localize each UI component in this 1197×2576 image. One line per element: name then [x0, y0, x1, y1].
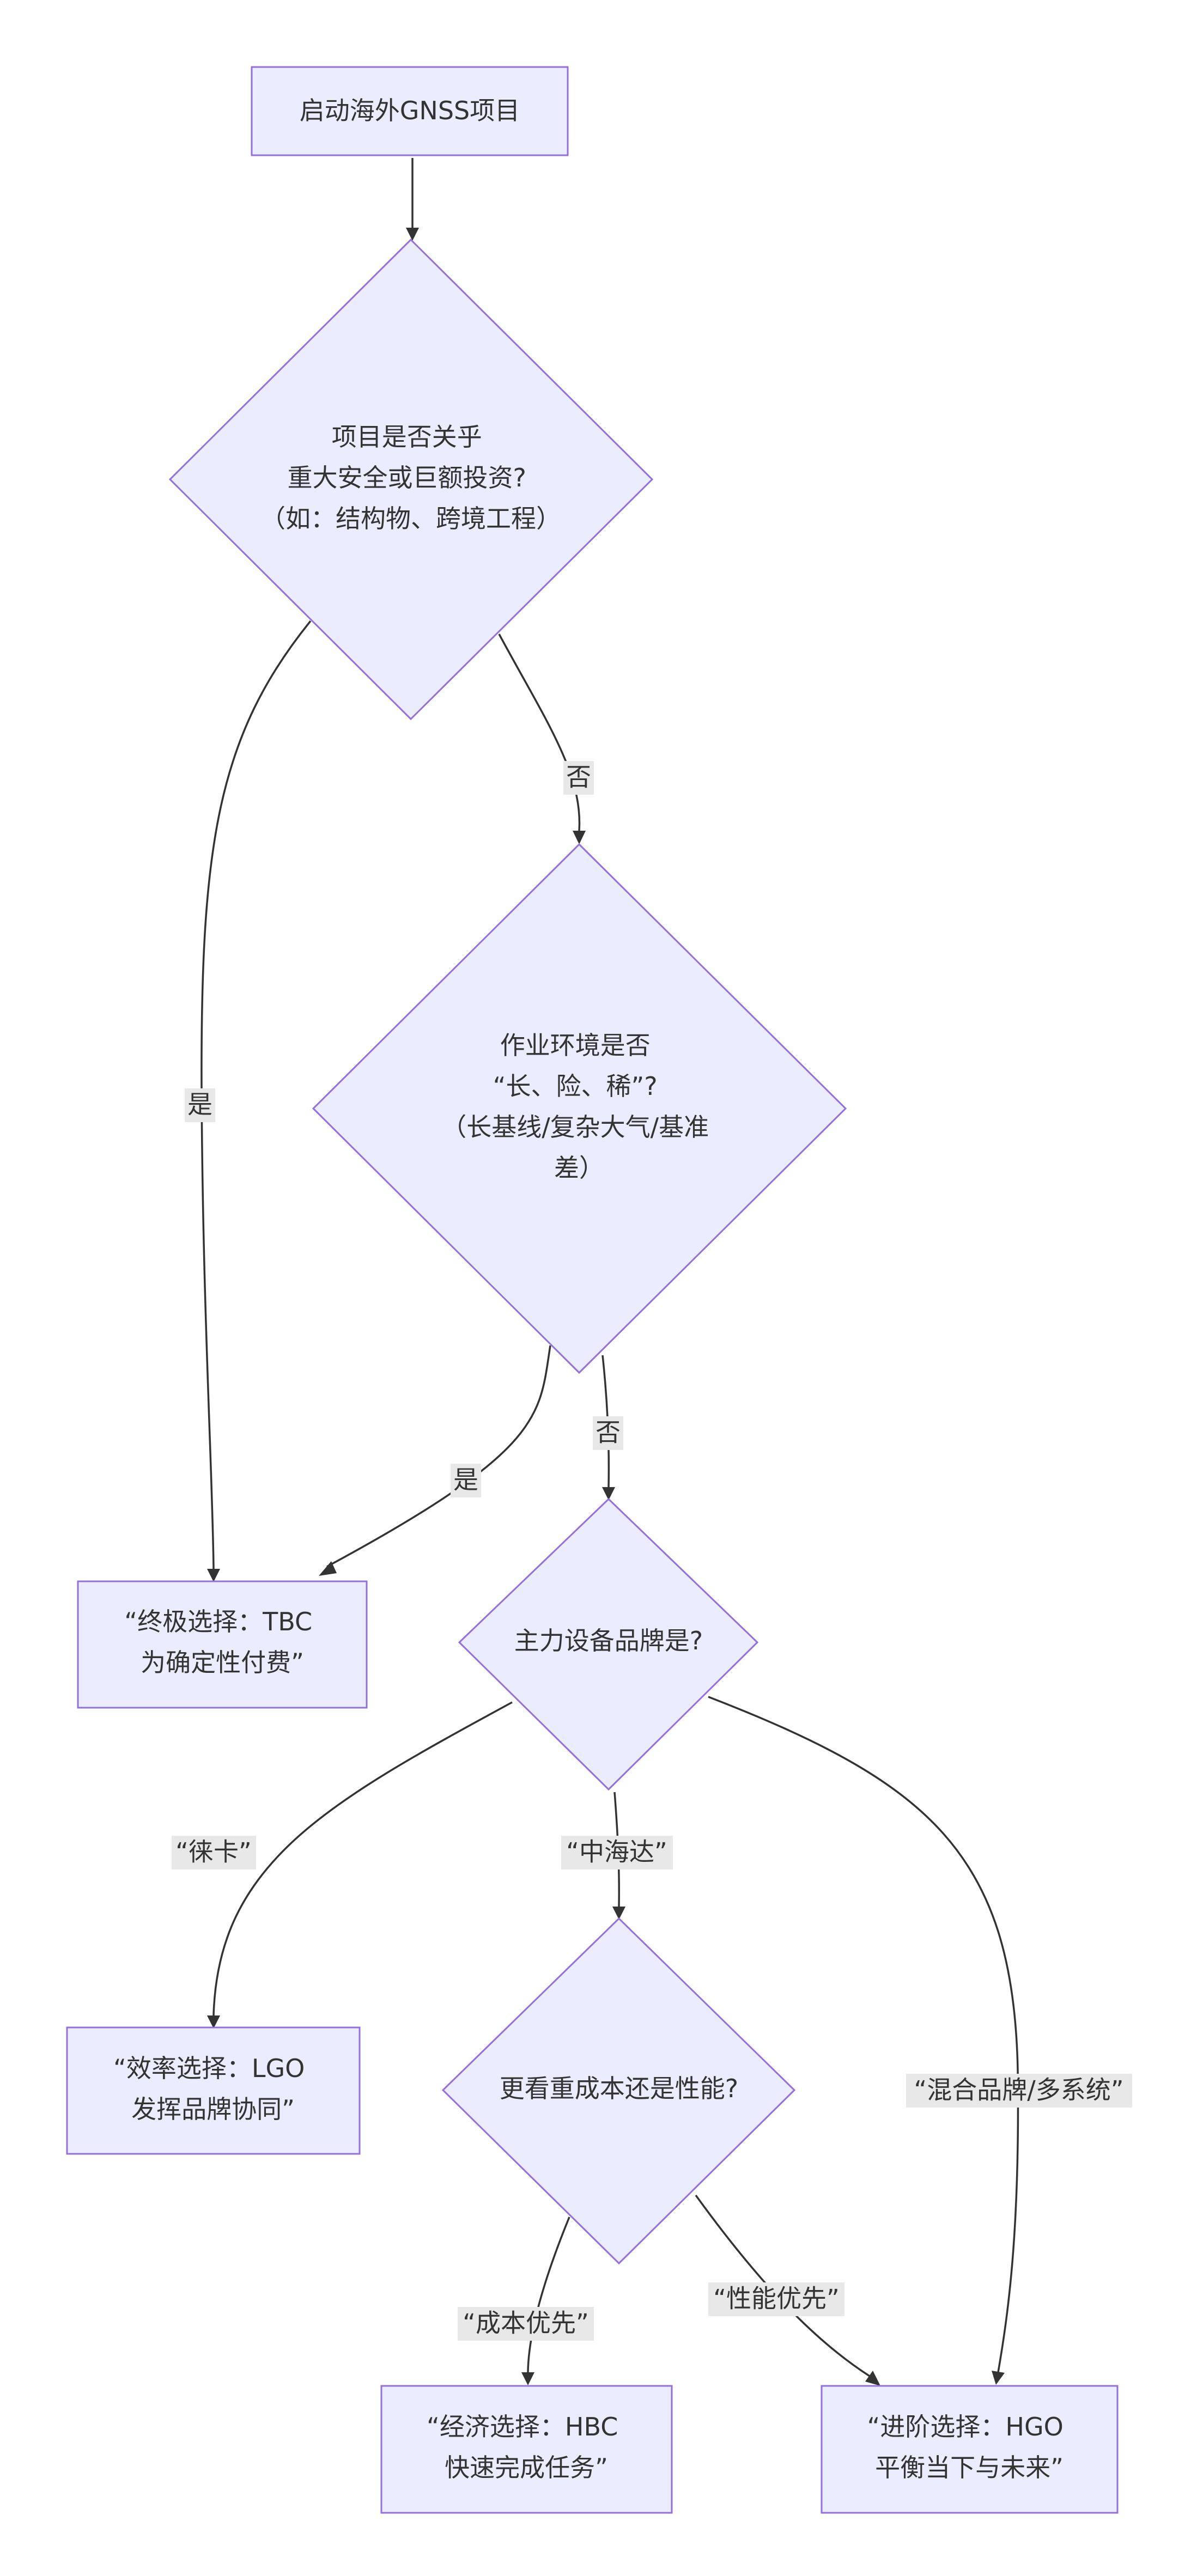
arrow-head: [319, 1561, 337, 1576]
arrow-head: [207, 2015, 220, 2029]
edge-label-safety-yes: 是: [185, 1088, 215, 1122]
node-environment-decision: 作业环境是否 “长、险、稀”? （长基线/复杂大气/基准 差）: [312, 843, 847, 1374]
edge-label-env-no: 否: [593, 1416, 623, 1450]
node-brand-decision: 主力设备品牌是?: [458, 1497, 759, 1791]
node-hbc-text: “经济选择：HBC 快速完成任务”: [427, 2412, 626, 2482]
svg-text:“性能优先”: “性能优先”: [713, 2284, 840, 2313]
svg-text:“混合品牌/多系统”: “混合品牌/多系统”: [914, 2075, 1123, 2105]
arrow-head: [521, 2372, 534, 2385]
svg-text:“中海达”: “中海达”: [566, 1837, 667, 1867]
svg-text:“成本优先”: “成本优先”: [463, 2309, 589, 2338]
arrow-head: [992, 2371, 1005, 2385]
svg-text:是: 是: [453, 1465, 478, 1495]
edge-cost-to-hbc: [527, 2216, 570, 2373]
node-result-lgo: “效率选择：LGO 发挥品牌协同”: [66, 2026, 361, 2155]
node-hgo-text: “进阶选择：HGO 平衡当下与未来”: [867, 2412, 1072, 2482]
edge-label-env-yes: 是: [451, 1464, 481, 1497]
node-start: 启动海外GNSS项目: [251, 66, 569, 156]
edge-label-perf-first: “性能优先”: [708, 2282, 844, 2316]
svg-text:否: 否: [566, 763, 591, 792]
arrow-head: [573, 831, 586, 844]
svg-text:“徕卡”: “徕卡”: [175, 1837, 252, 1867]
arrow-head: [865, 2371, 880, 2386]
arrow-head: [207, 1569, 220, 1582]
node-safety-decision: 项目是否关乎 重大安全或巨额投资? （如：结构物、跨境工程）: [168, 238, 654, 721]
node-result-hgo: “进阶选择：HGO 平衡当下与未来”: [821, 2385, 1119, 2514]
edge-brand-to-lgo: [212, 1701, 513, 2016]
edge-safety-to-env: [498, 634, 581, 831]
svg-text:是: 是: [187, 1090, 212, 1119]
arrow-head: [612, 1907, 625, 1920]
edge-env-to-tbc: [326, 1345, 551, 1568]
node-result-hbc: “经济选择：HBC 快速完成任务”: [380, 2385, 673, 2514]
arrow-head: [406, 228, 419, 241]
node-cost-decision: 更看重成本还是性能?: [441, 1917, 796, 2265]
node-result-tbc: “终极选择：TBC 为确定性付费”: [77, 1580, 368, 1709]
node-start-text: 启动海外GNSS项目: [300, 96, 520, 125]
edge-label-brand-mixed: “混合品牌/多系统”: [906, 2074, 1132, 2108]
edge-label-brand-hi-target: “中海达”: [561, 1836, 673, 1869]
edge-label-cost-first: “成本优先”: [458, 2307, 594, 2341]
node-brand-text: 主力设备品牌是?: [514, 1626, 703, 1655]
edge-label-safety-no: 否: [563, 761, 594, 795]
node-safety-text: 项目是否关乎 重大安全或巨额投资? （如：结构物、跨境工程）: [260, 422, 561, 533]
edge-label-brand-leica: “徕卡”: [172, 1836, 256, 1869]
node-cost-text: 更看重成本还是性能?: [500, 2074, 738, 2103]
node-lgo-text: “效率选择：LGO 发挥品牌协同”: [113, 2054, 313, 2124]
arrow-head: [602, 1487, 615, 1500]
node-tbc-text: “终极选择：TBC 为确定性付费”: [124, 1607, 320, 1677]
edge-safety-to-tbc: [200, 620, 312, 1569]
node-env-text: 作业环境是否 “长、险、稀”? （长基线/复杂大气/基准 差）: [441, 1031, 717, 1183]
svg-text:否: 否: [596, 1418, 621, 1447]
edge-brand-to-hgo: [708, 1696, 1019, 2373]
